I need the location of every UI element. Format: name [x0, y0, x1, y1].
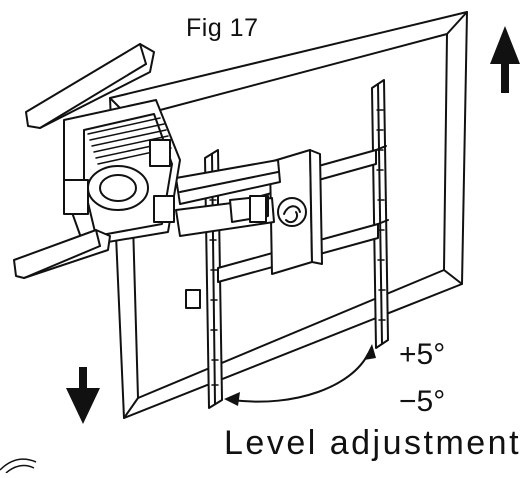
- arrow-down-icon: [66, 367, 100, 424]
- partial-corner-graphic: [0, 458, 37, 474]
- tilt-down-label: −5°: [399, 385, 446, 418]
- rotation-arrow: [224, 344, 376, 406]
- articulating-arm: [175, 159, 281, 237]
- mount-fins: [87, 117, 172, 165]
- figure-label: Fig 17: [186, 14, 259, 42]
- wall-plate-mount: [63, 99, 181, 247]
- right-bracket-holes: [376, 109, 386, 321]
- tilt-up-label: +5°: [399, 338, 446, 371]
- figure-caption: Level adjustment: [224, 424, 522, 462]
- bottom-wall-plank: [13, 229, 111, 279]
- arrow-up-icon: [490, 26, 520, 93]
- right-vertical-bracket: [371, 79, 389, 349]
- top-wall-plank: [25, 43, 155, 129]
